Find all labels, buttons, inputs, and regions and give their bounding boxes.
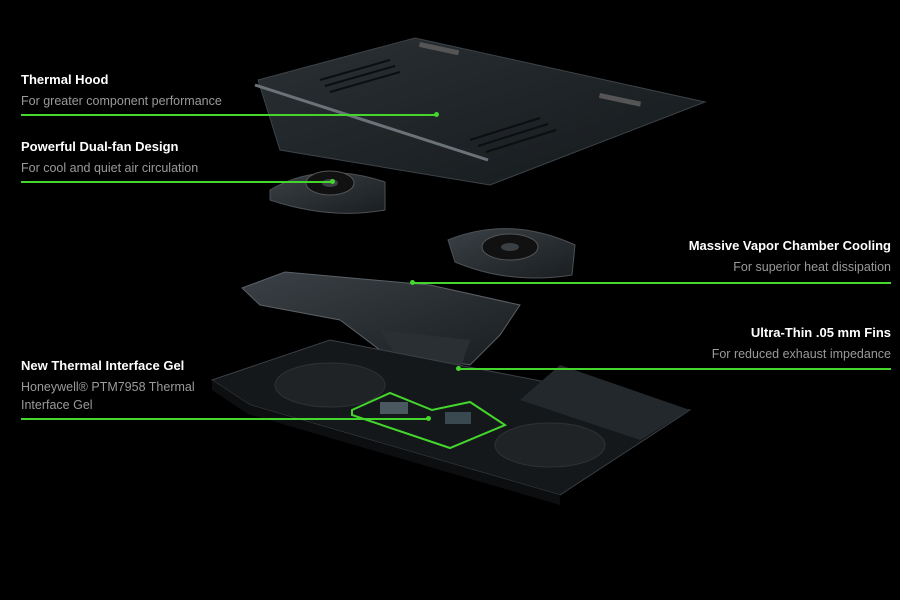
callout-thermal-gel: New Thermal Interface Gel Honeywell® PTM… (21, 358, 195, 414)
callout-title: Powerful Dual-fan Design (21, 139, 179, 154)
leader-dot (410, 280, 415, 285)
callout-subtitle: For greater component performance (21, 94, 222, 108)
callout-title: Thermal Hood (21, 72, 109, 87)
leader-dot (434, 112, 439, 117)
thermal-hood (254, 37, 707, 186)
callout-title: Massive Vapor Chamber Cooling (688, 238, 891, 253)
callout-thermal-hood: Thermal Hood For greater component perfo… (21, 72, 222, 110)
leader-line (413, 282, 891, 284)
leader-line (460, 368, 891, 370)
callout-subtitle: For cool and quiet air circulation (21, 161, 199, 175)
callout-subtitle: Honeywell® PTM7958 Thermal Interface Gel (21, 378, 195, 414)
fan-right (447, 228, 576, 279)
callout-subtitle: For superior heat dissipation (733, 260, 891, 274)
leader-line (21, 181, 333, 183)
motherboard-base (210, 339, 692, 505)
callout-subtitle-line: Honeywell® PTM7958 Thermal (21, 380, 195, 394)
callout-fins: Ultra-Thin .05 mm Fins For reduced exhau… (712, 325, 891, 363)
fan-left (269, 170, 386, 214)
callout-title: New Thermal Interface Gel (21, 358, 185, 373)
callout-dual-fan: Powerful Dual-fan Design For cool and qu… (21, 139, 198, 177)
leader-dot (330, 179, 335, 184)
callout-subtitle-line: Interface Gel (21, 398, 93, 412)
callout-title: Ultra-Thin .05 mm Fins (750, 325, 891, 340)
leader-dot (426, 416, 431, 421)
leader-line (21, 114, 437, 116)
leader-dot (456, 366, 461, 371)
callout-subtitle: For reduced exhaust impedance (711, 347, 891, 361)
leader-line (21, 418, 428, 420)
callout-vapor-chamber: Massive Vapor Chamber Cooling For superi… (689, 238, 891, 276)
